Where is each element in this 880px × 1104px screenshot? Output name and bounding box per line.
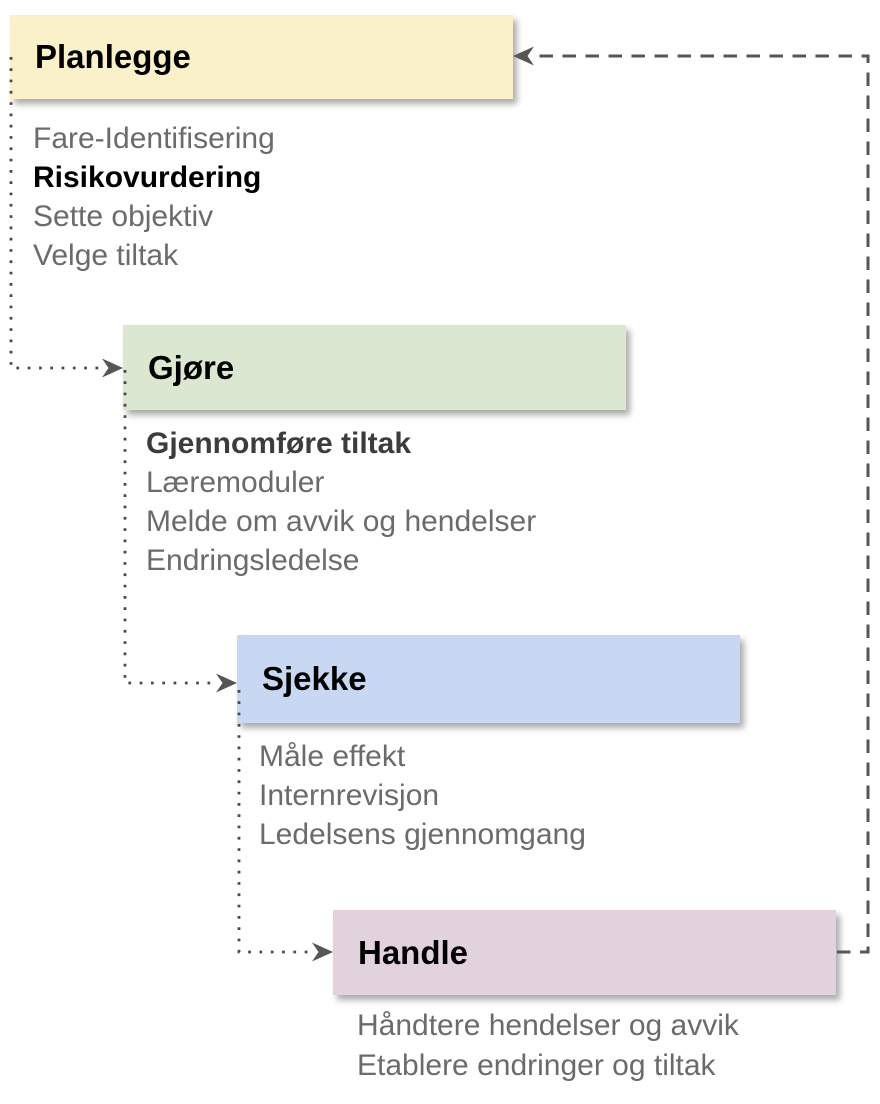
stage-title: Planlegge xyxy=(35,38,191,75)
stage-box-handle: Handle xyxy=(333,910,836,995)
arrowhead-right-icon xyxy=(216,673,237,693)
arrowhead-right-icon xyxy=(102,358,123,378)
list-item: Måle effekt xyxy=(259,740,406,773)
list-item: Fare-Identifisering xyxy=(33,122,275,155)
stage-box-sjekke: Sjekke xyxy=(237,635,740,723)
stage-title: Sjekke xyxy=(262,660,367,697)
stage-list-gjore: Gjennomføre tiltak Læremoduler Melde om … xyxy=(146,424,536,580)
list-item-emphasized: Gjennomføre tiltak xyxy=(146,427,412,460)
stage-box-planlegge: Planlegge xyxy=(10,15,513,99)
arrowhead-left-icon xyxy=(513,46,534,66)
stage-title: Handle xyxy=(358,933,469,971)
list-item: Læremoduler xyxy=(146,466,325,499)
list-item-emphasized: Risikovurdering xyxy=(33,161,262,194)
list-item: Endringsledelse xyxy=(146,544,360,577)
arrowhead-right-icon xyxy=(312,942,333,962)
list-item: Etablere endringer og tiltak xyxy=(357,1049,716,1082)
stage-title: Gjøre xyxy=(148,348,235,386)
stage-list-planlegge: Fare-Identifisering Risikovurdering Sett… xyxy=(33,119,275,275)
list-item: Melde om avvik og hendelser xyxy=(146,505,537,538)
stage-box-gjore: Gjøre xyxy=(123,325,626,410)
list-item: Sette objektiv xyxy=(33,200,214,233)
list-item: Ledelsens gjennomgang xyxy=(259,818,586,851)
list-item: Velge tiltak xyxy=(33,239,179,272)
stage-list-handle: Håndtere hendelser og avvik Etablere end… xyxy=(357,1006,739,1086)
list-item: Håndtere hendelser og avvik xyxy=(357,1009,739,1042)
stage-list-sjekke: Måle effekt Internrevisjon Ledelsens gje… xyxy=(259,737,586,854)
list-item: Internrevisjon xyxy=(259,779,440,812)
